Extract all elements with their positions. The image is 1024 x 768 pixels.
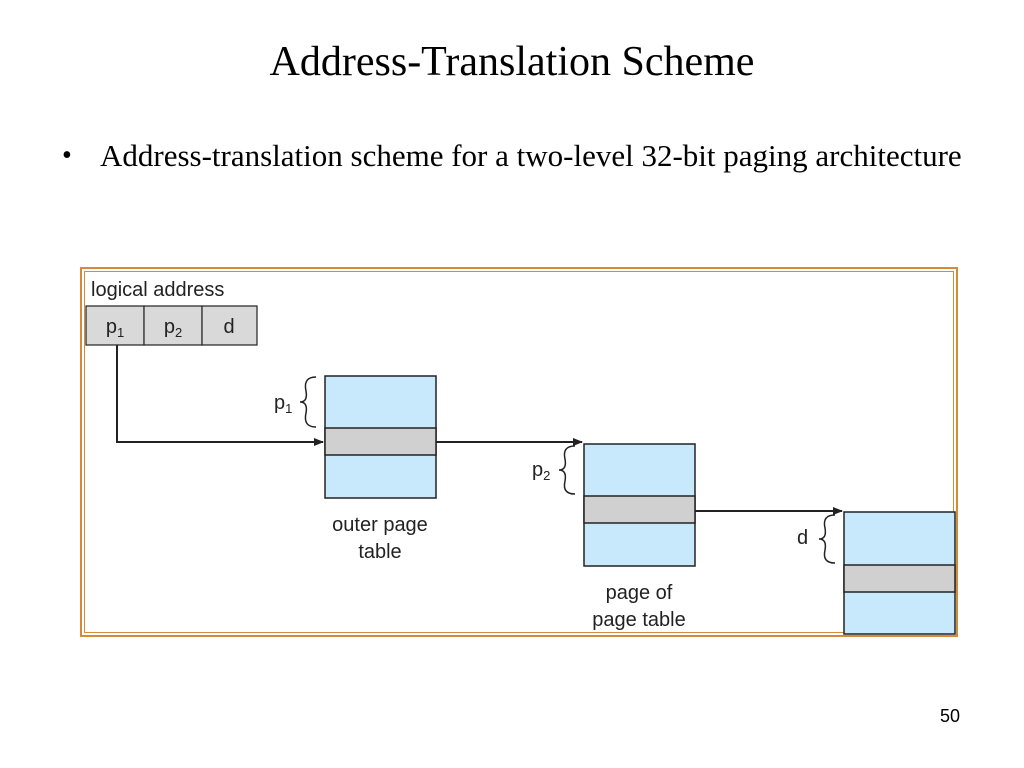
bullet-marker: • (62, 140, 72, 171)
slide-title: Address-Translation Scheme (269, 39, 755, 85)
field-p2 (143, 305, 203, 346)
inner-table-label-line1: page of (606, 582, 673, 604)
logical-address-fields: p1 p2 d (85, 305, 258, 346)
inner-table-label-line2: page table (592, 609, 685, 631)
outer-table-label-line1: outer page (332, 514, 428, 536)
p1-arrow (116, 345, 324, 446)
memory-page-entry (843, 564, 956, 593)
diagram-inner-border (84, 271, 954, 633)
page-number: 50 (939, 706, 961, 726)
logical-address-label: logical address (91, 279, 224, 301)
outer-page-table (324, 375, 437, 499)
field-p1-label: p1 (106, 316, 124, 340)
field-d-label: d (223, 316, 234, 338)
d-brace-icon (818, 514, 836, 564)
field-p2-label: p2 (164, 316, 182, 340)
p2-brace-icon (558, 445, 576, 495)
p2-index-label: p2 (532, 459, 550, 483)
inner-table-entry (583, 495, 696, 524)
p1-index-label: p1 (274, 392, 292, 416)
field-d (201, 305, 258, 346)
outer-table-entry (324, 427, 437, 456)
p1-brace-icon (299, 376, 317, 428)
d-index-label: d (797, 527, 808, 549)
outer-table-label-line2: table (358, 541, 401, 563)
bullet-text: Address-translation scheme for a two-lev… (100, 138, 962, 173)
memory-page (843, 511, 956, 635)
page-of-page-table (583, 443, 696, 567)
diagram-frame (80, 267, 958, 637)
